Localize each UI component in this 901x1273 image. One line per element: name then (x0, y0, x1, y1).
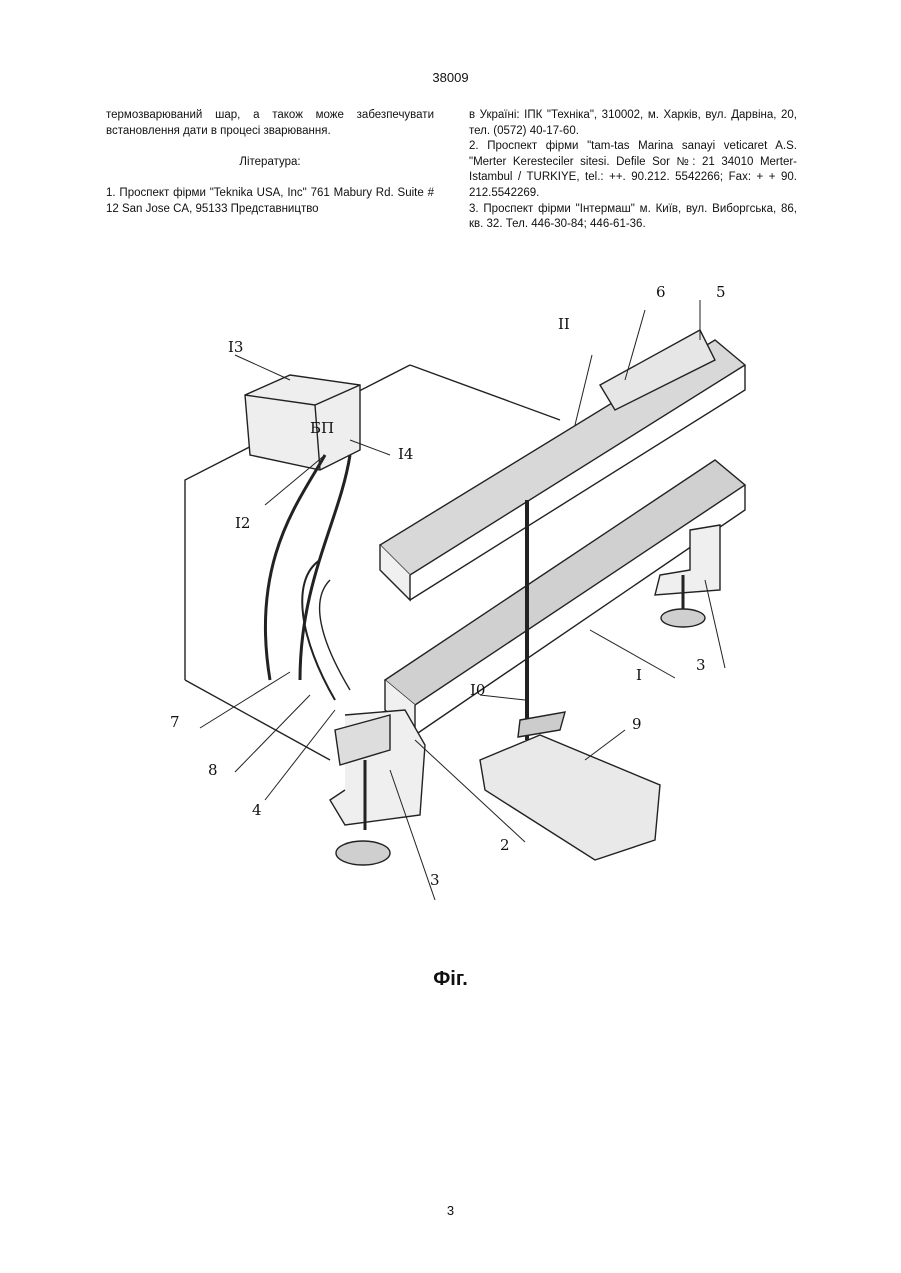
literature-heading: Література: (106, 155, 434, 171)
right-text-column: в Україні: ІПК "Техніка", 310002, м. Хар… (469, 108, 797, 233)
figure-caption: Фіг. (0, 968, 901, 991)
page-number: 3 (0, 1203, 901, 1218)
label-5: 5 (716, 283, 726, 301)
label-12: I2 (235, 514, 250, 532)
reference-3: 3. Проспект фірми "Інтермаш" м. Київ, ву… (469, 202, 797, 233)
reference-1: 1. Проспект фірми "Teknika USA, Inc" 761… (106, 186, 434, 217)
continuation-paragraph: термозварюваний шар, а також може забезп… (106, 108, 434, 139)
label-power-unit: БП (310, 419, 334, 437)
patent-number: 38009 (0, 70, 901, 85)
reference-1-continued: в Україні: ІПК "Техніка", 310002, м. Хар… (469, 108, 797, 139)
label-14: I4 (398, 445, 413, 463)
label-11: II (558, 315, 570, 333)
left-text-column: термозварюваний шар, а також може забезп… (106, 108, 434, 217)
label-4: 4 (252, 801, 262, 819)
label-3-right: 3 (696, 656, 706, 674)
welding-device-drawing: I 2 3 3 4 5 6 7 8 9 I0 II I2 I3 I4 БП (140, 275, 770, 905)
label-2: 2 (500, 836, 510, 854)
reference-2: 2. Проспект фірми "tam-tas Marina sanayi… (469, 139, 797, 201)
label-7: 7 (170, 713, 180, 731)
label-13: I3 (228, 338, 243, 356)
label-8: 8 (208, 761, 218, 779)
label-10: I0 (470, 681, 485, 699)
label-3-left: 3 (430, 871, 440, 889)
label-1: I (636, 666, 642, 684)
label-9: 9 (632, 715, 642, 733)
label-6: 6 (656, 283, 666, 301)
